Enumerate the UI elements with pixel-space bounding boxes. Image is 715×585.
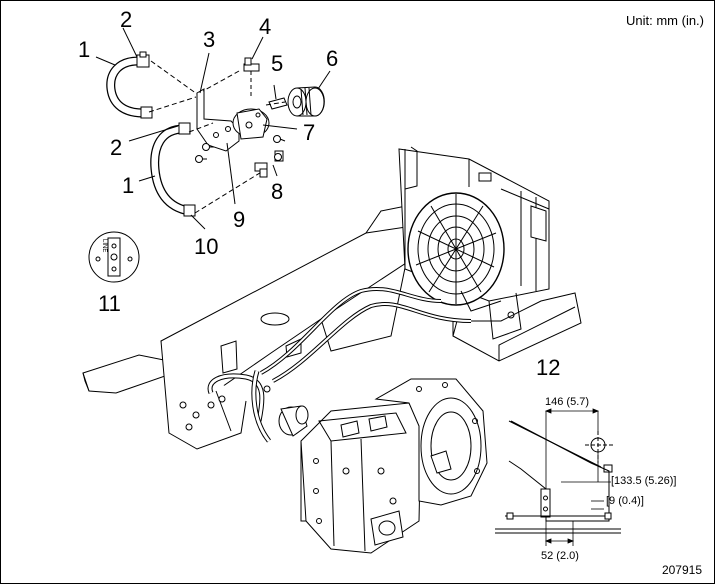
- callout-8: 8: [271, 179, 284, 204]
- filter-head: [232, 108, 270, 140]
- callout-2-upper: 2: [120, 7, 133, 32]
- callout-12: 12: [536, 355, 561, 380]
- fitting-4: [243, 57, 260, 96]
- hose-lower: [150, 122, 196, 217]
- dimension-146: 146 (5.7): [545, 396, 590, 408]
- dimension-lines: [544, 408, 611, 546]
- detail-view-12: [495, 420, 621, 534]
- bracket: [196, 88, 240, 152]
- filter-base-inset: [88, 231, 140, 283]
- unit-label: Unit: mm (in.): [626, 13, 704, 28]
- step-plate: [82, 354, 170, 394]
- filter-element: [287, 86, 325, 117]
- callout-7: 7: [303, 120, 316, 145]
- mounted-filter: [278, 405, 309, 437]
- dimension-133-5: [133.5 (5.26)]: [611, 475, 677, 487]
- dimension-9: [9 (0.4)]: [606, 495, 644, 507]
- leader-lines: [148, 60, 286, 214]
- hose-upper: [106, 56, 144, 118]
- callout-11: 11: [98, 291, 121, 316]
- callout-3: 3: [203, 27, 216, 52]
- transmission: [300, 402, 422, 554]
- bell-housing: [374, 378, 488, 506]
- cooler-lines: [260, 286, 502, 383]
- radiator-base: [452, 292, 582, 362]
- callout-leaders: [95, 27, 331, 230]
- filter-hoses: [207, 370, 272, 443]
- callout-10: 10: [194, 234, 219, 259]
- cooling-fan: [407, 192, 505, 306]
- callout-5: 5: [271, 51, 284, 76]
- dimension-52: 52 (2.0): [541, 550, 579, 562]
- inset-line-label: LINE: [101, 239, 107, 253]
- callout-9: 9: [233, 207, 246, 232]
- callout-1-upper: 1: [78, 37, 91, 62]
- frame-rail: [160, 200, 448, 450]
- bolts: [195, 135, 286, 163]
- callout-2-lower: 2: [110, 135, 123, 160]
- callout-1-lower: 1: [122, 173, 135, 198]
- callout-4: 4: [259, 14, 272, 39]
- hose-clamp: [136, 51, 153, 119]
- callout-6: 6: [326, 46, 339, 71]
- figure-number: 207915: [661, 563, 702, 577]
